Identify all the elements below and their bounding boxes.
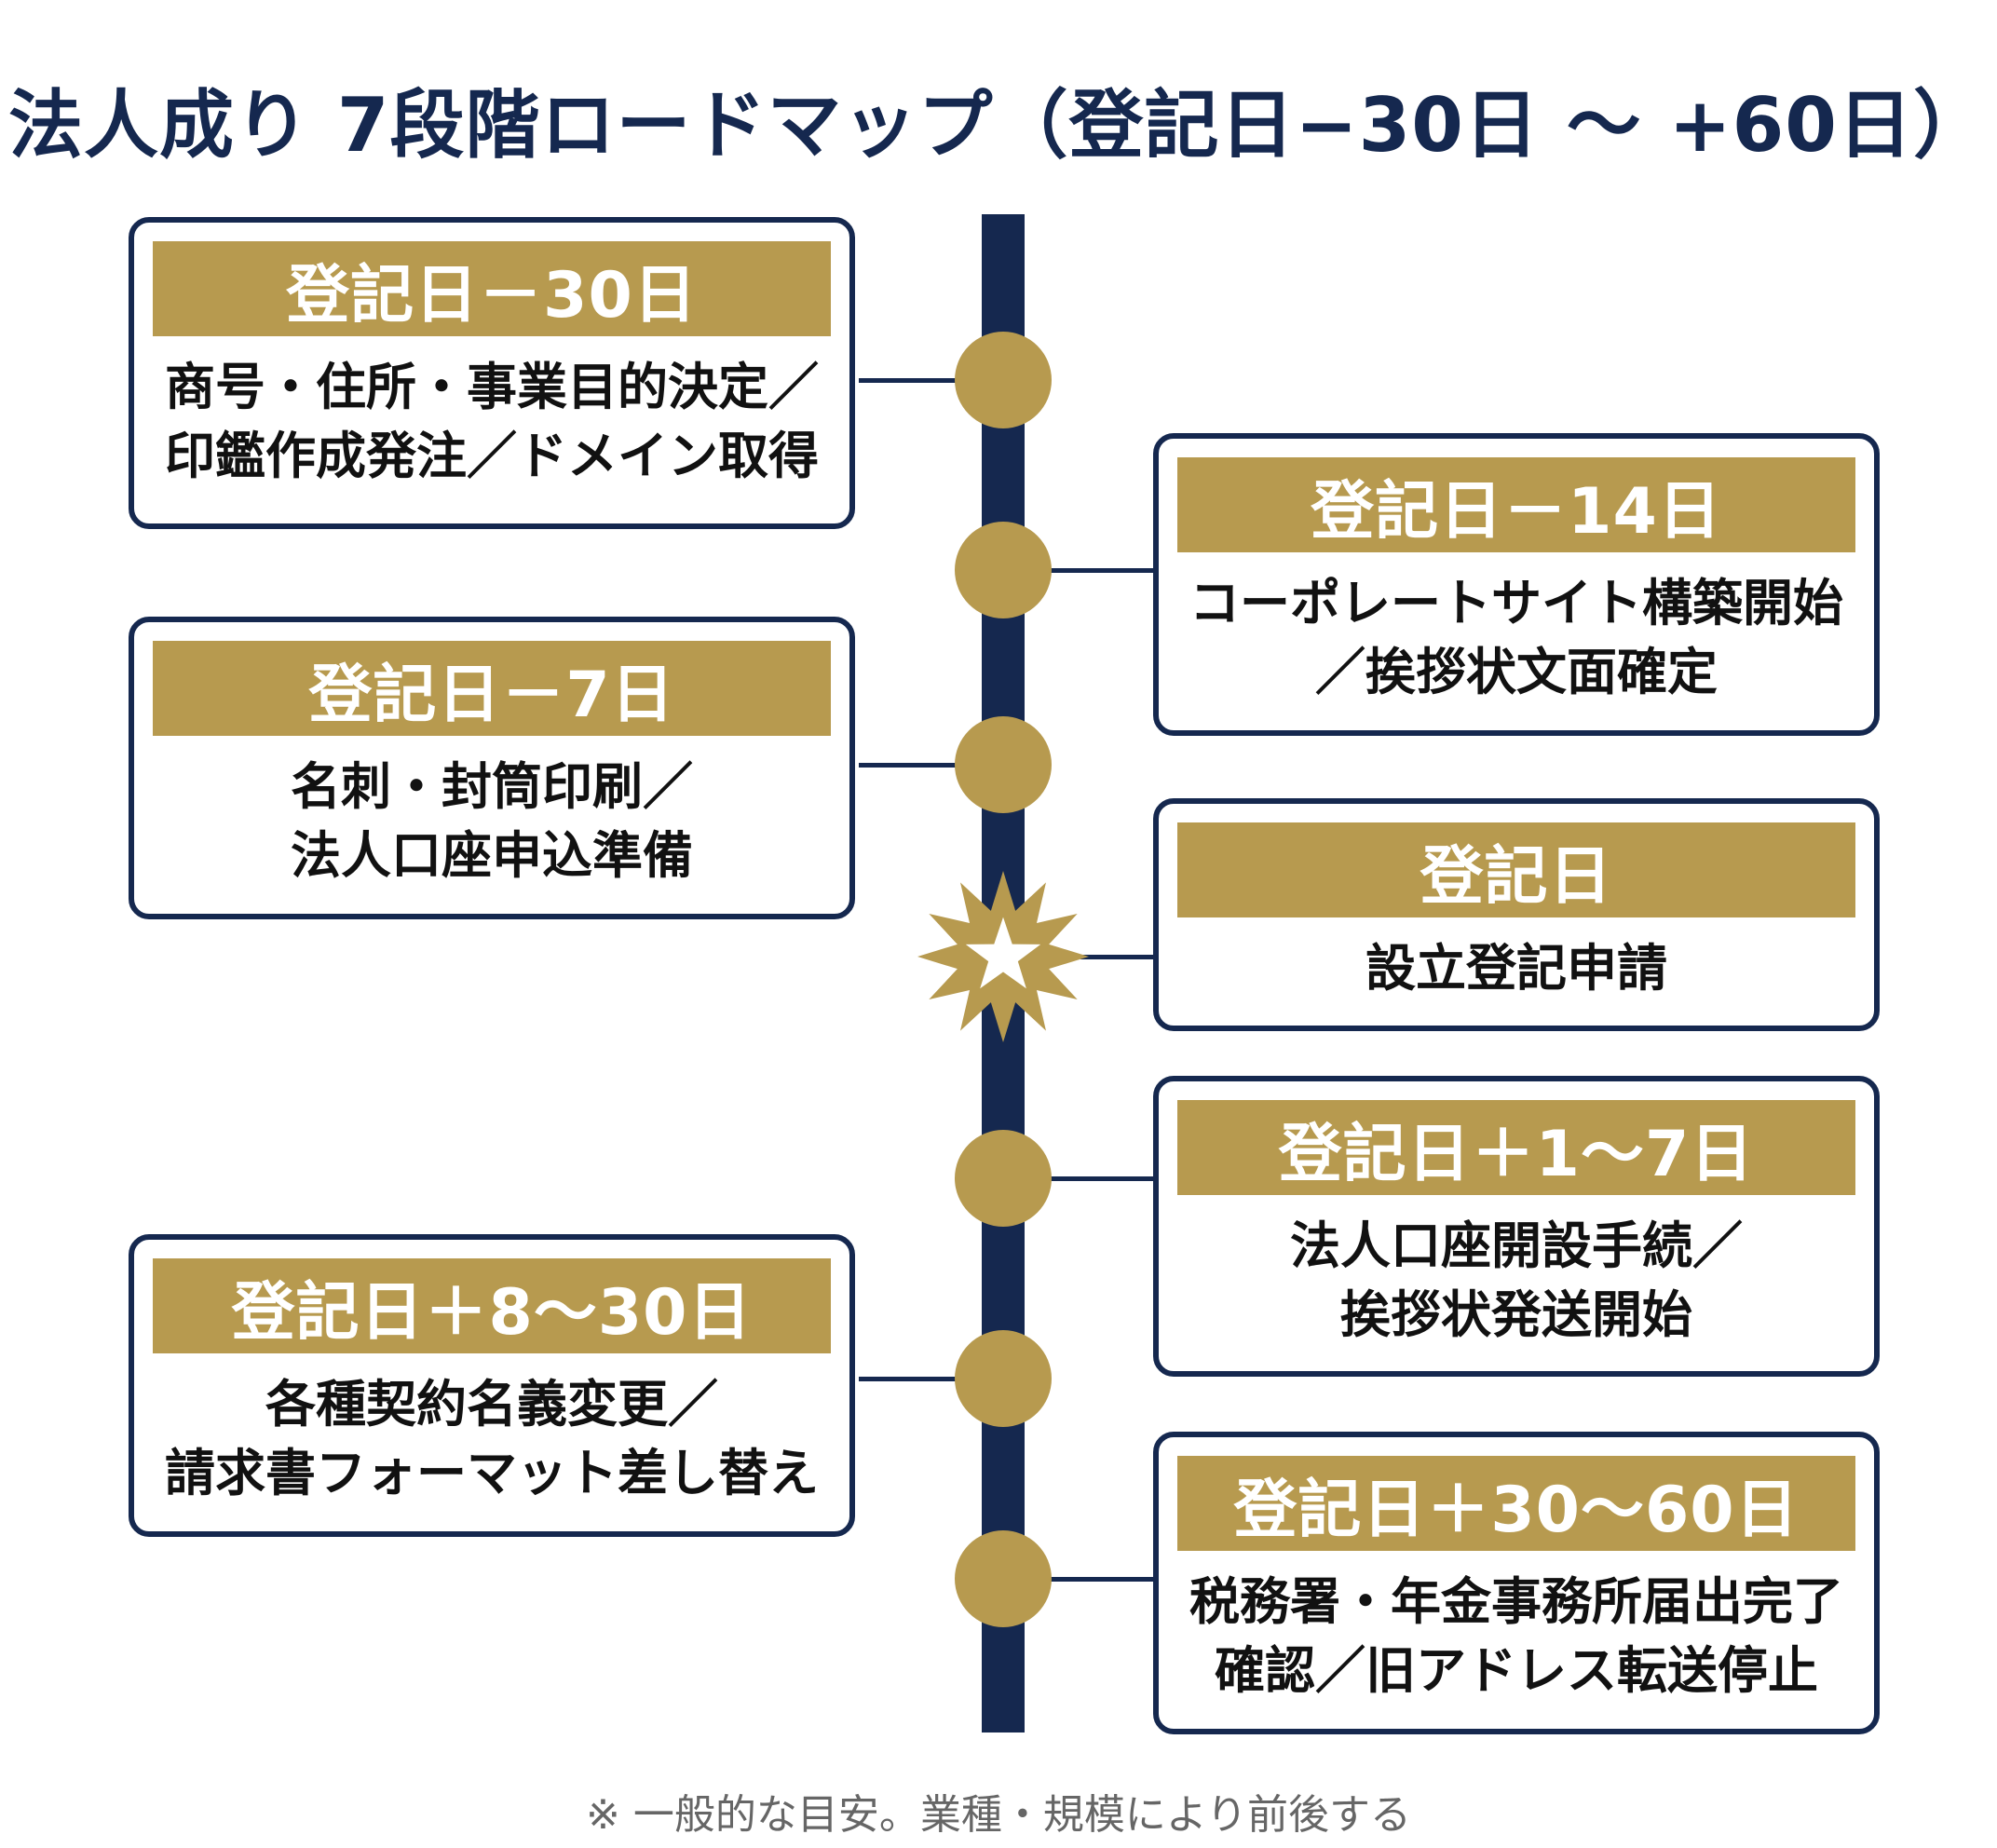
stage-card-1: 登記日－30日 商号・住所・事業目的決定／ 印鑑作成発注／ドメイン取得: [129, 217, 855, 529]
stage-header: 登記日＋1〜7日: [1177, 1100, 1855, 1195]
stage-description: 各種契約名義変更／ 請求書フォーマット差し替え: [153, 1353, 831, 1508]
dot-icon: [955, 716, 1052, 813]
stage-card-2: 登記日－14日 コーポレートサイト構築開始 ／挨拶状文面確定: [1153, 433, 1880, 736]
stage-description: 商号・住所・事業目的決定／ 印鑑作成発注／ドメイン取得: [153, 336, 831, 491]
stage-line: 商号・住所・事業目的決定／: [165, 358, 819, 416]
connector-stage-1: [859, 378, 989, 383]
stage-header: 登記日－7日: [153, 641, 831, 736]
stage-card-5: 登記日＋1〜7日 法人口座開設手続／ 挨拶状発送開始: [1153, 1076, 1880, 1377]
stage-card-6: 登記日＋8〜30日 各種契約名義変更／ 請求書フォーマット差し替え: [129, 1234, 855, 1537]
stage-line: 挨拶状発送開始: [1340, 1285, 1692, 1344]
dot-icon: [955, 332, 1052, 428]
dot-icon: [955, 1330, 1052, 1427]
stage-line: 請求書フォーマット差し替え: [165, 1444, 819, 1502]
stage-line: ／挨拶状文面確定: [1315, 643, 1718, 701]
stage-line: 税務署・年金事務所届出完了: [1189, 1572, 1843, 1631]
stage-card-7: 登記日＋30〜60日 税務署・年金事務所届出完了 確認／旧アドレス転送停止: [1153, 1432, 1880, 1734]
stage-description: コーポレートサイト構築開始 ／挨拶状文面確定: [1177, 552, 1855, 707]
connector-stage-7: [1017, 1577, 1155, 1582]
stage-line: 法人口座開設手続／: [1290, 1216, 1743, 1275]
stage-description: 法人口座開設手続／ 挨拶状発送開始: [1177, 1195, 1855, 1350]
dot-icon: [955, 1530, 1052, 1627]
stage-description: 設立登記申請: [1177, 917, 1855, 1003]
stage-header: 登記日＋30〜60日: [1177, 1456, 1855, 1551]
stage-line: 法人口座申込準備: [291, 826, 693, 885]
stage-header: 登記日＋8〜30日: [153, 1258, 831, 1353]
stage-line: 印鑑作成発注／ドメイン取得: [165, 427, 819, 485]
stage-card-4: 登記日 設立登記申請: [1153, 798, 1880, 1031]
connector-stage-2: [1017, 568, 1155, 573]
stage-line: 各種契約名義変更／: [265, 1375, 718, 1434]
stage-line: 名刺・封筒印刷／: [291, 757, 693, 816]
stage-line: コーポレートサイト構築開始: [1189, 574, 1843, 632]
stage-header: 登記日－30日: [153, 241, 831, 336]
stage-line: 確認／旧アドレス転送停止: [1215, 1641, 1818, 1700]
dot-icon: [955, 1130, 1052, 1227]
connector-stage-6: [859, 1377, 989, 1381]
star-badge-icon: [917, 871, 1089, 1042]
footnote: ※ 一般的な目安。業種・規模により前後する: [586, 1791, 1411, 1839]
stage-line: 設立登記申請: [1365, 939, 1667, 998]
stage-description: 税務署・年金事務所届出完了 確認／旧アドレス転送停止: [1177, 1551, 1855, 1705]
stage-header: 登記日－14日: [1177, 457, 1855, 552]
dot-icon: [955, 522, 1052, 618]
stage-card-3: 登記日－7日 名刺・封筒印刷／ 法人口座申込準備: [129, 617, 855, 919]
connector-stage-5: [1017, 1176, 1155, 1181]
stage-header: 登記日: [1177, 822, 1855, 917]
connector-stage-3: [859, 763, 989, 768]
connector-stage-4: [1080, 955, 1155, 959]
stage-description: 名刺・封筒印刷／ 法人口座申込準備: [153, 736, 831, 890]
page-title: 法人成り 7段階ロードマップ（登記日−30日 〜 +60日）: [8, 82, 1989, 169]
